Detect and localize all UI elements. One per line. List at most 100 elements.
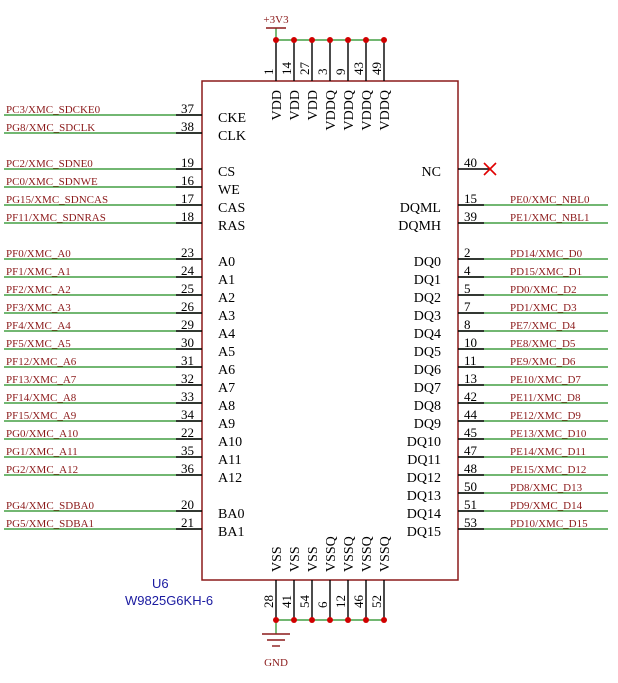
pin-label: DQ4 (414, 327, 441, 342)
pin-label: BA1 (218, 525, 244, 540)
pin-number: 32 (181, 371, 194, 386)
net-label: PG1/XMC_A11 (6, 446, 78, 458)
pin-label: DQ0 (414, 255, 441, 270)
pin-number: 11 (464, 353, 477, 368)
pin-label: A4 (218, 327, 235, 342)
pin-label: VDD (288, 90, 303, 120)
pin-number: 18 (181, 209, 194, 224)
net-label: PE11/XMC_D8 (510, 392, 581, 404)
junction-dot (345, 617, 351, 623)
pin-number: 10 (464, 335, 477, 350)
pin-label: A12 (218, 471, 242, 486)
pin-label: A3 (218, 309, 235, 324)
pin-number: 31 (181, 353, 194, 368)
net-label: PG4/XMC_SDBA0 (6, 500, 95, 512)
pin-label: VSSQ (378, 536, 393, 572)
pin-number: 9 (333, 69, 348, 76)
pin-label: VSS (288, 546, 303, 572)
pin-number: 39 (464, 209, 477, 224)
junction-dot (309, 617, 315, 623)
bottom-pin-54: 54 VSS (297, 546, 321, 623)
net-label: PF3/XMC_A3 (6, 302, 71, 314)
pin-label: A9 (218, 417, 235, 432)
pin-number: 37 (181, 101, 195, 116)
net-label: PE14/XMC_D11 (510, 446, 586, 458)
pin-label: A1 (218, 273, 235, 288)
pin-label: VSS (306, 546, 321, 572)
pin-number: 7 (464, 299, 471, 314)
pin-label: RAS (218, 219, 245, 234)
pin-label: VDDQ (324, 90, 339, 130)
pin-number: 54 (297, 595, 312, 609)
pin-label: BA0 (218, 507, 244, 522)
junction-dot (309, 37, 315, 43)
pin-number: 38 (181, 119, 194, 134)
pin-number: 44 (464, 407, 478, 422)
pin-label: NC (422, 165, 441, 180)
pin-number: 17 (181, 191, 195, 206)
pin-number: 19 (181, 155, 194, 170)
pin-number: 50 (464, 479, 477, 494)
net-label: PE8/XMC_D5 (510, 338, 576, 350)
pin-number: 41 (279, 595, 294, 608)
pin-label: DQ12 (407, 471, 441, 486)
pin-number: 23 (181, 245, 194, 260)
pin-number: 21 (181, 515, 194, 530)
net-label: PG0/XMC_A10 (6, 428, 79, 440)
net-label: PE9/XMC_D6 (510, 356, 576, 368)
component-part-number: W9825G6KH-6 (125, 593, 213, 608)
pin-label: VSSQ (360, 536, 375, 572)
pin-label: DQ11 (407, 453, 441, 468)
pin-number: 53 (464, 515, 477, 530)
net-label: PD8/XMC_D13 (510, 482, 583, 494)
pin-label: CKE (218, 111, 246, 126)
pin-label: VDDQ (378, 90, 393, 130)
pin-label: DQ7 (414, 381, 441, 396)
pin-number: 13 (464, 371, 477, 386)
pin-label: DQ10 (407, 435, 441, 450)
pin-number: 15 (464, 191, 477, 206)
pin-number: 8 (464, 317, 471, 332)
pin-number: 6 (315, 601, 330, 608)
net-label: PD1/XMC_D3 (510, 302, 577, 314)
net-label: PG8/XMC_SDCLK (6, 122, 95, 134)
pin-number: 5 (464, 281, 471, 296)
pin-label: DQMH (398, 219, 441, 234)
net-label: PE1/XMC_NBL1 (510, 212, 589, 224)
pin-number: 47 (464, 443, 478, 458)
pin-number: 33 (181, 389, 194, 404)
pin-label: WE (218, 183, 240, 198)
net-label: PF0/XMC_A0 (6, 248, 71, 260)
pin-label: DQ3 (414, 309, 441, 324)
component-refdes: U6 (152, 576, 169, 591)
pin-label: DQ5 (414, 345, 441, 360)
pin-number: 29 (181, 317, 194, 332)
power-net-label-3v3: +3V3 (263, 14, 289, 26)
pin-number: 24 (181, 263, 195, 278)
pin-label: VDD (270, 90, 285, 120)
pin-label: A10 (218, 435, 242, 450)
